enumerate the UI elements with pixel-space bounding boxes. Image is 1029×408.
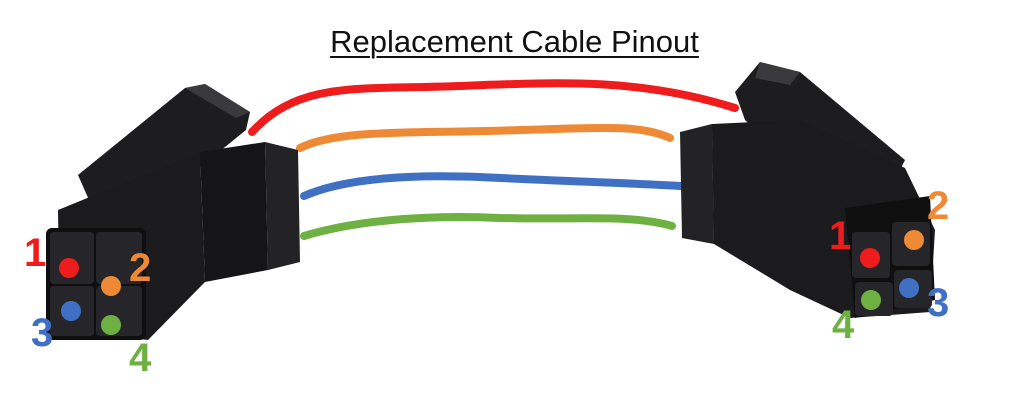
right-pin-2-label: 2 <box>927 184 950 228</box>
left-connector-flange-face <box>200 142 268 282</box>
left-connector <box>46 84 300 340</box>
right-pin-4-label: 4 <box>832 303 855 347</box>
left-pin-3-dot <box>61 301 81 321</box>
wire-pin-4-green <box>300 212 676 240</box>
left-pin-4-dot <box>101 315 121 335</box>
left-pin-3-label: 3 <box>31 311 54 355</box>
diagram-title: Replacement Cable Pinout <box>330 24 699 59</box>
left-connector-flange <box>265 142 300 270</box>
wire-pin-1-red <box>248 79 739 136</box>
right-connector-flange <box>680 124 714 244</box>
left-pin-2-label: 2 <box>129 246 152 290</box>
left-pin-2-dot <box>101 276 121 296</box>
right-connector <box>680 62 935 318</box>
right-connector-latch-top <box>755 62 800 85</box>
left-pin-4-label: 4 <box>129 336 152 380</box>
wire-pin-2-orange <box>296 123 674 152</box>
wires <box>248 79 739 240</box>
right-pin-4-dot <box>861 290 881 310</box>
left-pin-1-label: 1 <box>24 231 47 275</box>
right-pin-1-label: 1 <box>829 214 852 258</box>
left-pin-1-dot <box>59 258 79 278</box>
right-pin-1-dot <box>860 248 880 268</box>
left-connector-latch-top <box>185 84 250 118</box>
right-pin-2-dot <box>904 230 924 250</box>
wire-pin-3-blue <box>300 172 684 200</box>
right-pin-3-dot <box>899 278 919 298</box>
right-pin-3-label: 3 <box>927 281 950 325</box>
